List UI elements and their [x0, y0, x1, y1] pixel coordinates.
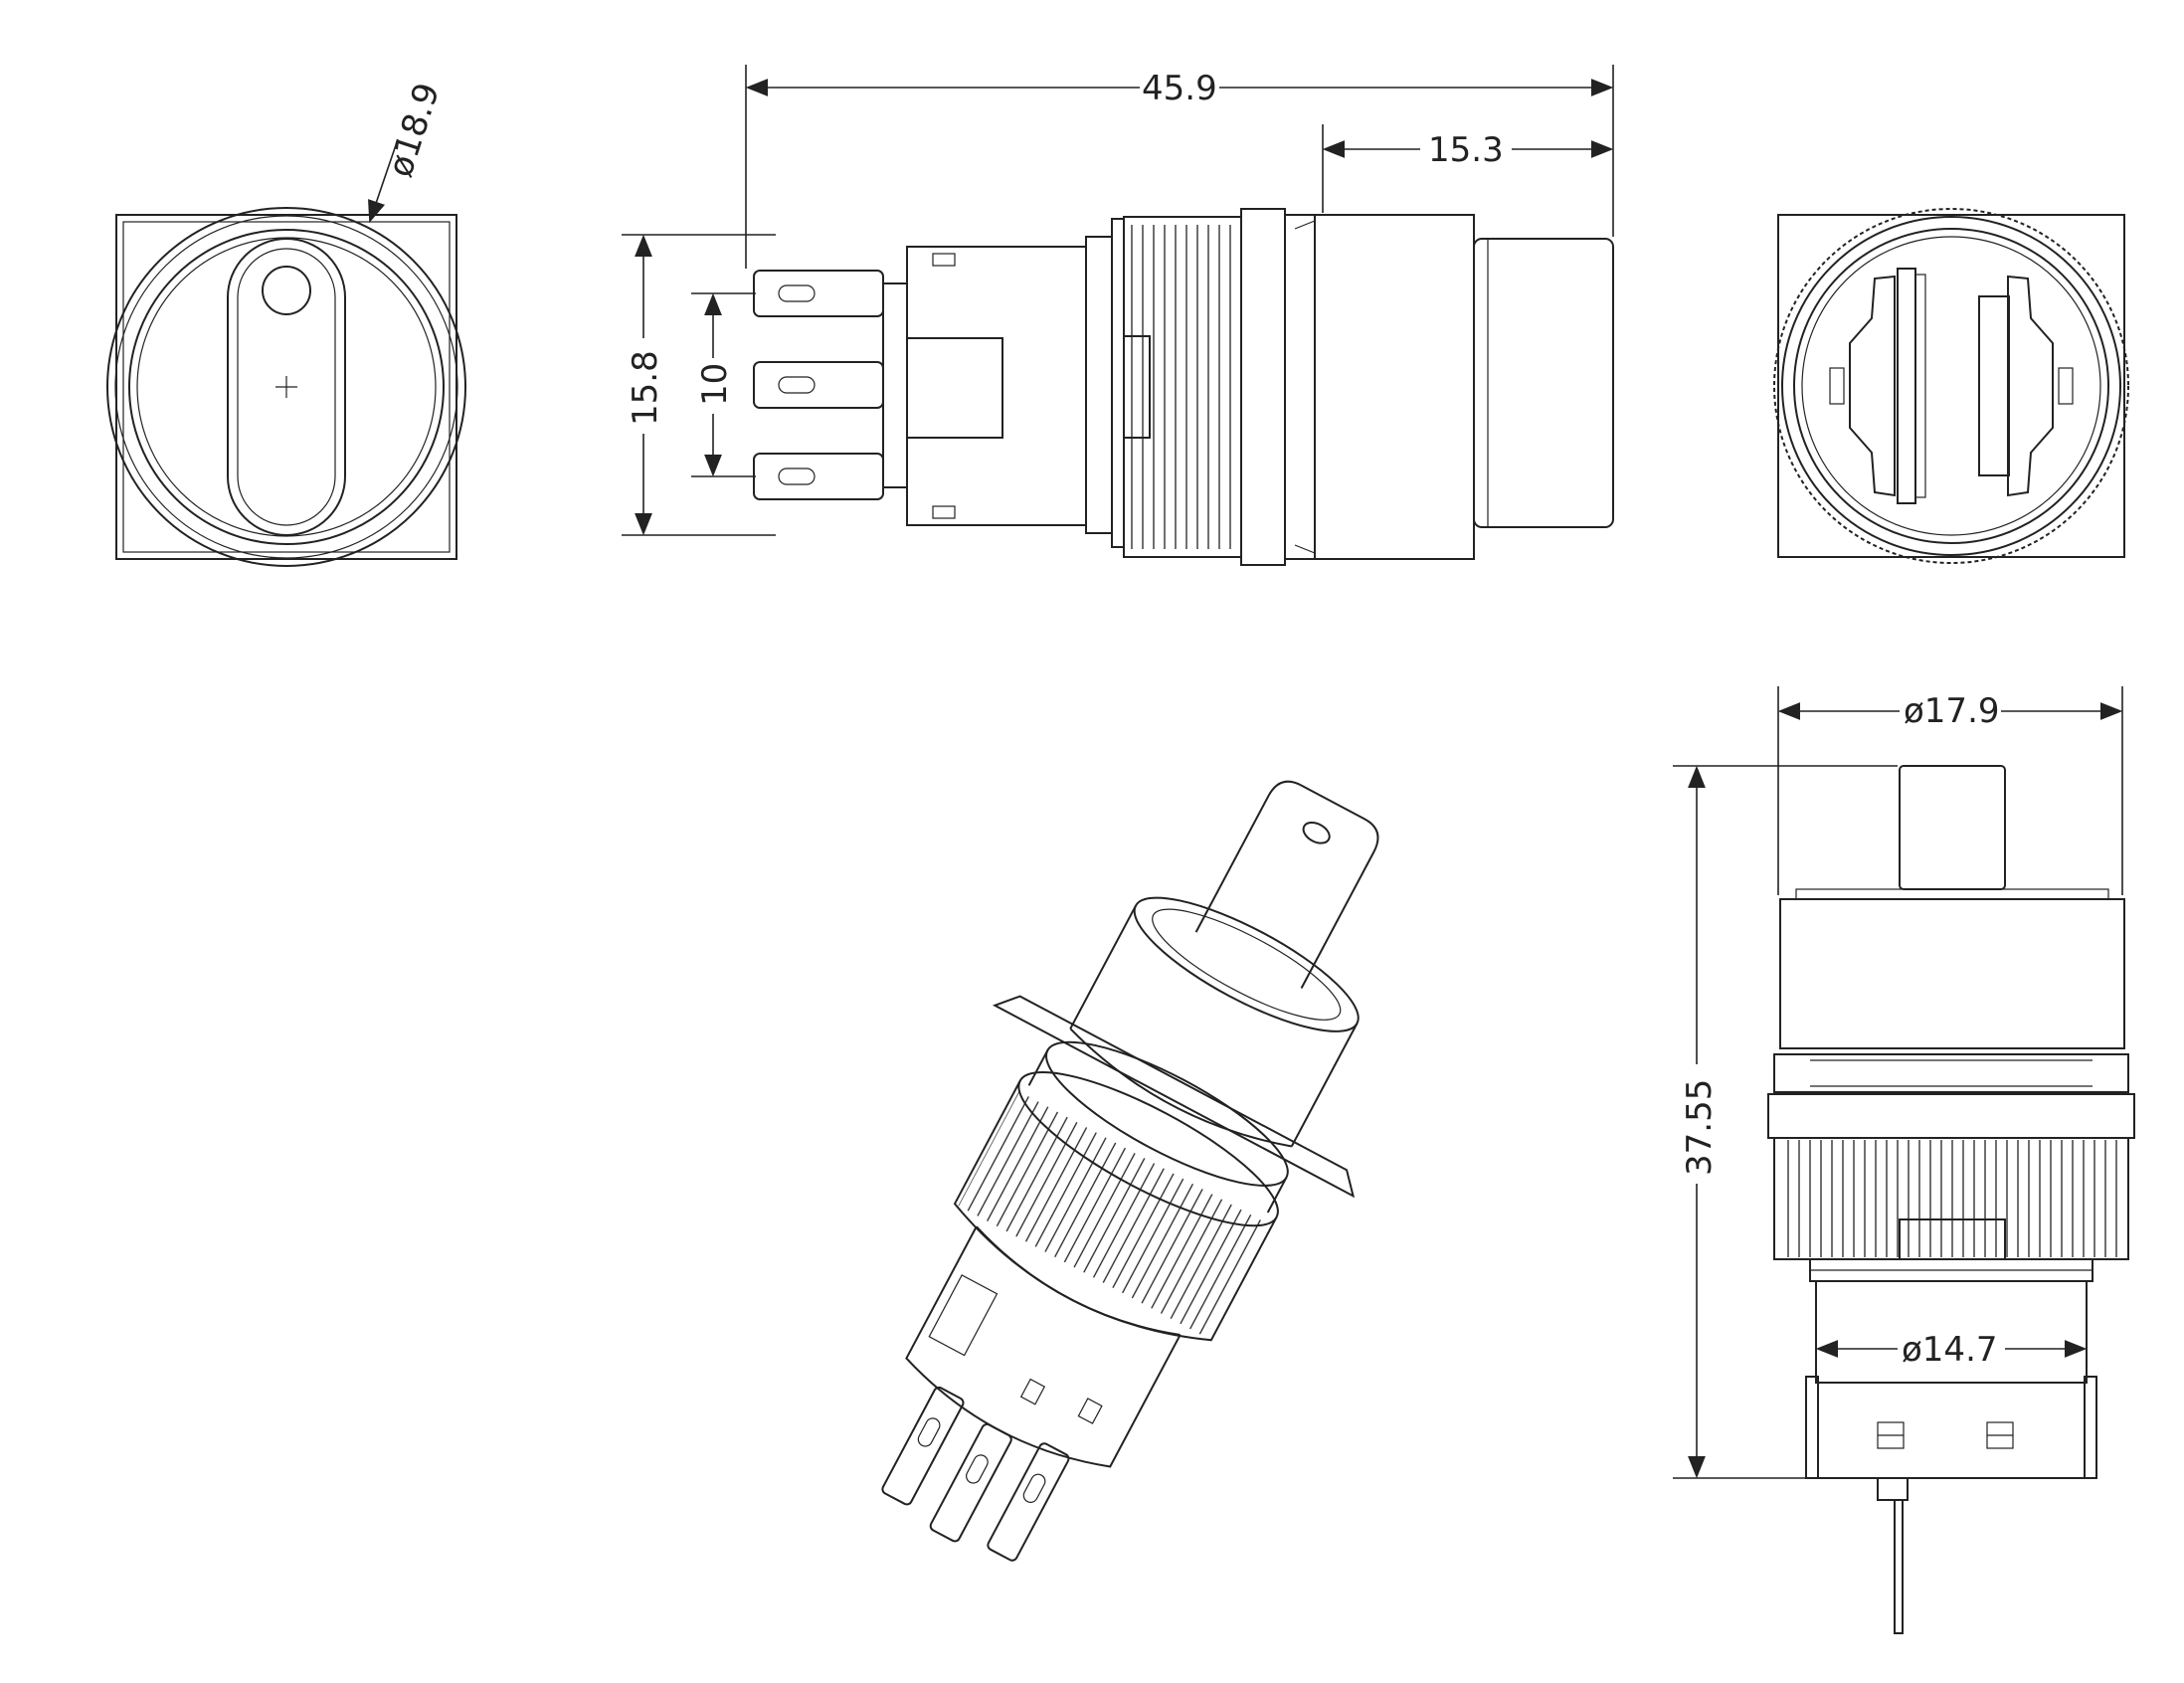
front-diameter-label: ø18.9	[381, 79, 449, 182]
isometric-view	[881, 780, 1379, 1562]
terminals	[753, 270, 884, 500]
side-view	[622, 65, 1614, 566]
terminal-pitch-label: 10	[695, 363, 735, 406]
bezel-diameter-label: ø17.9	[1904, 691, 2000, 731]
front-view	[106, 138, 466, 567]
bottom-view	[1673, 686, 2135, 1634]
knob-length-label: 15.3	[1428, 130, 1504, 170]
side-height-label: 37.55	[1680, 1079, 1720, 1176]
back-view	[1773, 208, 2129, 564]
overall-length-label: 45.9	[1142, 69, 1217, 108]
body-diameter-label: ø14.7	[1902, 1330, 1998, 1370]
body-height-label: 15.8	[626, 350, 665, 426]
